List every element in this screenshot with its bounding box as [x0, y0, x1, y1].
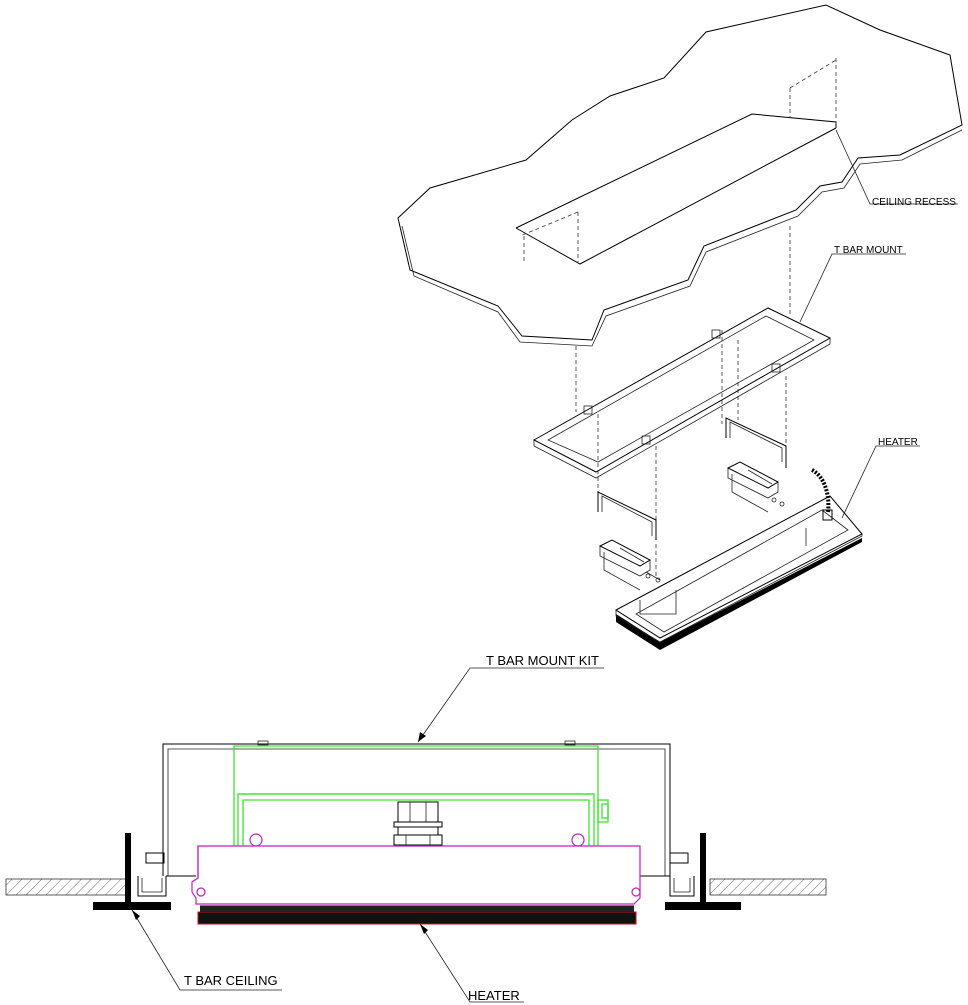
ceiling-slab [397, 4, 963, 347]
t-bar-mount-label: T BAR MOUNT [834, 245, 903, 256]
alignment-lines [575, 226, 791, 578]
left-brackets [597, 491, 661, 591]
t-bar-ceiling-label: T BAR CEILING [184, 973, 278, 988]
cable-gland [393, 801, 443, 846]
t-bar-profile-left [93, 833, 171, 910]
heater-iso-label: HEATER [878, 437, 918, 448]
t-bar-mount-kit-label: T BAR MOUNT KIT [486, 653, 599, 668]
ceiling-tile-right [709, 878, 827, 896]
heater-unit [615, 468, 863, 650]
t-bar-mount-frame [532, 307, 832, 479]
heater-body [191, 833, 641, 905]
heater-element [197, 905, 637, 925]
mount-kit-enclosure [137, 740, 695, 897]
ceiling-recess-label: CEILING RECESS [872, 197, 956, 208]
iso-leaders [799, 129, 958, 519]
mount-kit-inner-bracket [233, 745, 609, 846]
ceiling-tile-left [5, 878, 127, 896]
section-view: T BAR MOUNT KIT T BAR CEILING HEATER [5, 653, 827, 1003]
heater-section-label: HEATER [468, 988, 520, 1003]
right-brackets [725, 417, 787, 513]
ceiling-recess [515, 58, 837, 265]
t-bar-profile-right [665, 833, 741, 910]
section-leaders [131, 667, 604, 1003]
isometric-exploded-view: CEILING RECESS T BAR MOUNT HEATER [397, 4, 963, 650]
